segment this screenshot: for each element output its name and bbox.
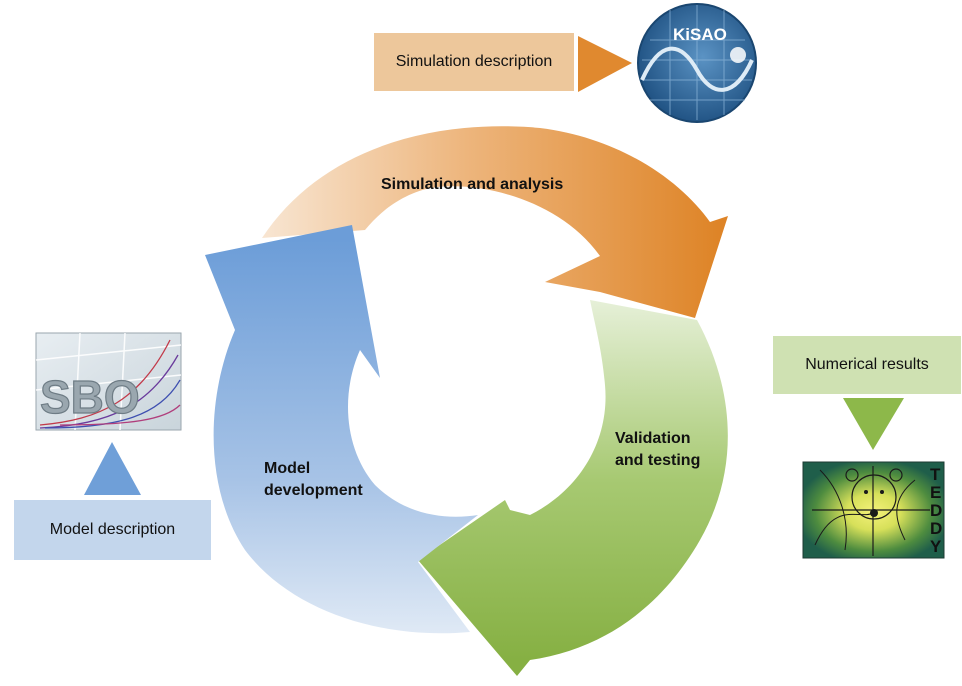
teddy-letter-d1: D — [930, 501, 942, 520]
model-description-label: Model description — [49, 521, 176, 538]
teddy-logo: T E D D Y — [802, 461, 945, 559]
numerical-results-label: Numerical results — [805, 356, 929, 373]
validation-arc — [418, 300, 728, 676]
sbo-logo: SBO — [35, 332, 182, 431]
simulation-output-arrow — [578, 36, 632, 92]
simulation-and-analysis-text: Simulation and analysis — [381, 176, 564, 193]
simulation-description-box: Simulation description — [374, 33, 574, 91]
simulation-description-label: Simulation description — [395, 53, 553, 70]
model-line1: Model — [264, 460, 311, 477]
teddy-letter-y: Y — [930, 537, 942, 556]
kisao-logo-text: KiSAO — [673, 25, 727, 44]
model-description-box: Model description — [14, 500, 211, 560]
model-arc — [205, 225, 478, 634]
numerical-results-arrow — [843, 398, 904, 450]
sbo-logo-text: SBO — [40, 371, 140, 423]
validation-line1: Validation — [615, 430, 691, 447]
teddy-letter-e: E — [930, 483, 941, 502]
simulation-arc — [262, 126, 728, 318]
kisao-logo: KiSAO — [637, 3, 757, 123]
model-development-label: Model development — [264, 458, 363, 502]
model-description-arrow — [84, 442, 141, 495]
teddy-letter-t: T — [930, 465, 941, 484]
simulation-and-analysis-label: Simulation and analysis — [381, 174, 563, 196]
numerical-results-box: Numerical results — [773, 336, 961, 394]
validation-line2: and testing — [615, 452, 701, 469]
teddy-letter-d2: D — [930, 519, 942, 538]
model-line2: development — [264, 482, 363, 499]
validation-and-testing-label: Validation and testing — [615, 428, 700, 472]
